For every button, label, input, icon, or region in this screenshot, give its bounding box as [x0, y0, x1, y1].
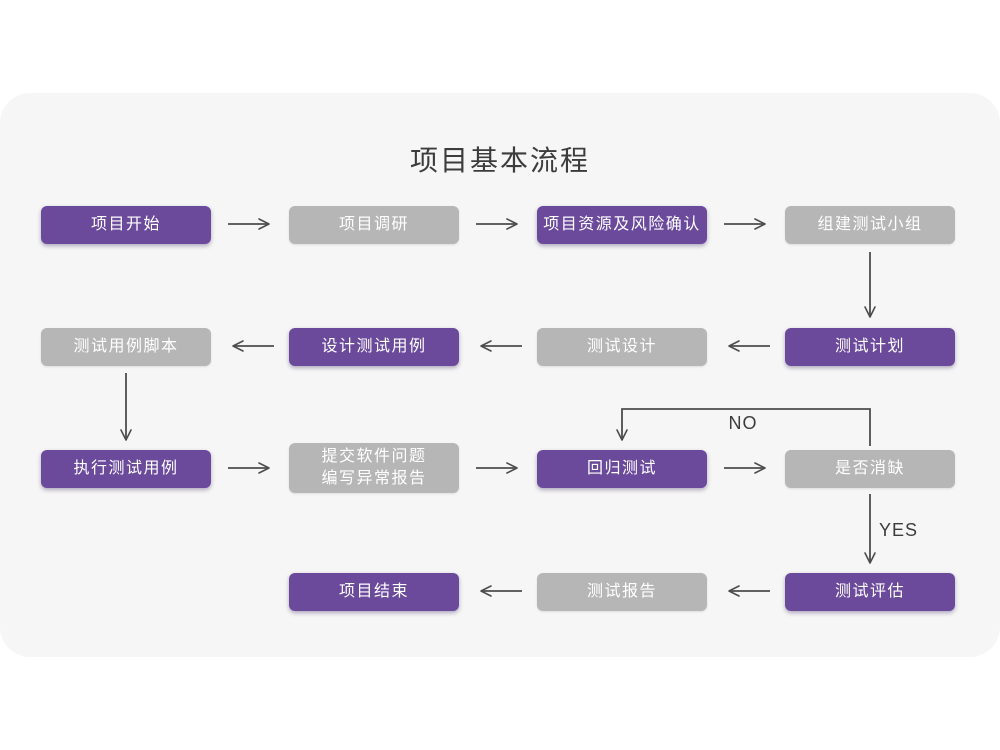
node-test-case-script: 测试用例脚本 [41, 328, 211, 366]
page-title: 项目基本流程 [409, 145, 590, 176]
node-design-test-cases: 设计测试用例 [289, 328, 459, 366]
node-defect-cleared: 是否消缺 [785, 450, 955, 488]
node-project-start: 项目开始 [41, 206, 211, 244]
node-project-research: 项目调研 [289, 206, 459, 244]
node-test-report: 测试报告 [537, 573, 707, 611]
node-submit-issue-report: 提交软件问题 编写异常报告 [289, 443, 459, 493]
no-branch-label: NO [728, 413, 758, 433]
node-test-plan: 测试计划 [785, 328, 955, 366]
node-run-test-cases: 执行测试用例 [41, 450, 211, 488]
node-regression-test: 回归测试 [537, 450, 707, 488]
yes-branch-label: YES [879, 520, 919, 540]
flowchart-card [0, 93, 1000, 657]
node-test-design: 测试设计 [537, 328, 707, 366]
node-risk-confirm: 项目资源及风险确认 [537, 206, 707, 244]
node-test-evaluation: 测试评估 [785, 573, 955, 611]
node-project-end: 项目结束 [289, 573, 459, 611]
node-build-test-team: 组建测试小组 [785, 206, 955, 244]
